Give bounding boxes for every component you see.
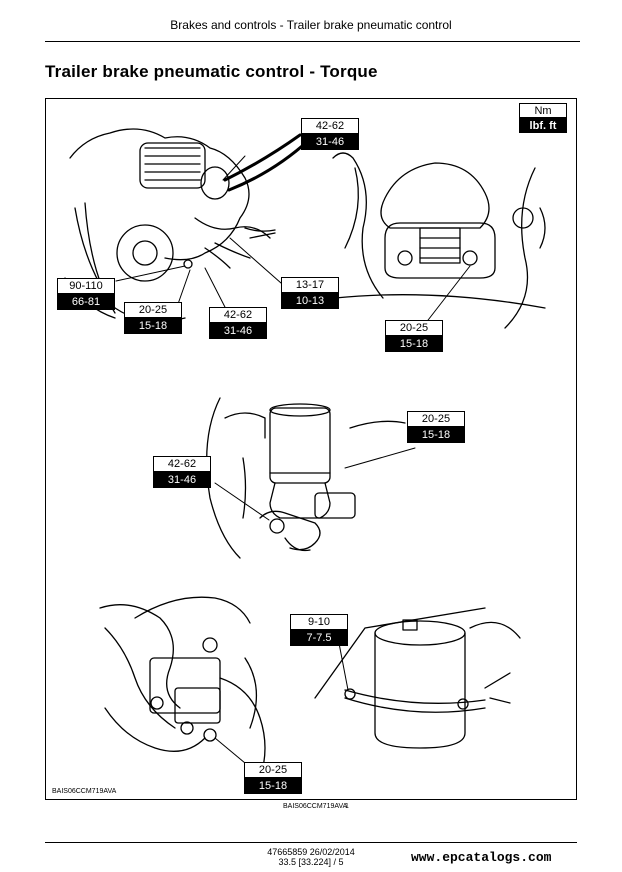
torque-lbf-ft: 7-7.5 [290, 630, 348, 646]
torque-lbf-ft: 15-18 [407, 427, 465, 443]
figure-number: 1 [345, 803, 349, 810]
watermark: www.epcatalogs.com [411, 850, 552, 865]
torque-callout: 42-62 31-46 [209, 307, 267, 339]
torque-lbf-ft: 10-13 [281, 293, 339, 309]
unit-legend: Nm lbf. ft [519, 103, 567, 133]
torque-nm: 20-25 [385, 320, 443, 336]
torque-callout: 13-17 10-13 [281, 277, 339, 309]
torque-nm: 42-62 [301, 118, 359, 134]
header-title: Brakes and controls - Trailer brake pneu… [170, 18, 452, 32]
valve-drawing [332, 152, 546, 329]
torque-lbf-ft: 31-46 [153, 472, 211, 488]
torque-lbf-ft: 31-46 [209, 323, 267, 339]
torque-lbf-ft: 66-81 [57, 294, 115, 310]
air-dryer-drawing [206, 397, 406, 559]
torque-nm: 90-110 [57, 278, 115, 294]
torque-lbf-ft: 15-18 [244, 778, 302, 794]
torque-callout: 42-62 31-46 [301, 118, 359, 150]
footer-divider [45, 842, 577, 843]
torque-nm: 42-62 [153, 456, 211, 472]
air-tank-drawing [314, 607, 521, 749]
figure-frame [45, 98, 577, 800]
torque-callout: 20-25 15-18 [124, 302, 182, 334]
section-title: Trailer brake pneumatic control - Torque [45, 62, 378, 81]
footer-doc-code: 47665859 26/02/2014 [267, 847, 355, 857]
torque-nm: 9-10 [290, 614, 348, 630]
figure-id: BAIS06CCM719AVA [52, 788, 117, 795]
torque-callout: 9-10 7-7.5 [290, 614, 348, 646]
torque-callout: 42-62 31-46 [153, 456, 211, 488]
legend-nm: Nm [519, 103, 567, 118]
figure-caption: BAIS06CCM719AVA [283, 803, 348, 810]
torque-callout: 20-25 15-18 [244, 762, 302, 794]
legend-lbf-ft: lbf. ft [519, 118, 567, 133]
torque-callout: 90-110 66-81 [57, 278, 115, 310]
torque-nm: 13-17 [281, 277, 339, 293]
torque-callout: 20-25 15-18 [407, 411, 465, 443]
torque-lbf-ft: 31-46 [301, 134, 359, 150]
torque-nm: 20-25 [124, 302, 182, 318]
torque-nm: 20-25 [244, 762, 302, 778]
header-divider [45, 41, 580, 42]
footer-page-ref: 33.5 [33.224] / 5 [278, 857, 344, 867]
valve-block-drawing [99, 596, 266, 779]
torque-nm: 42-62 [209, 307, 267, 323]
torque-lbf-ft: 15-18 [124, 318, 182, 334]
torque-nm: 20-25 [407, 411, 465, 427]
torque-callout: 20-25 15-18 [385, 320, 443, 352]
torque-lbf-ft: 15-18 [385, 336, 443, 352]
figure-illustration [64, 128, 546, 779]
